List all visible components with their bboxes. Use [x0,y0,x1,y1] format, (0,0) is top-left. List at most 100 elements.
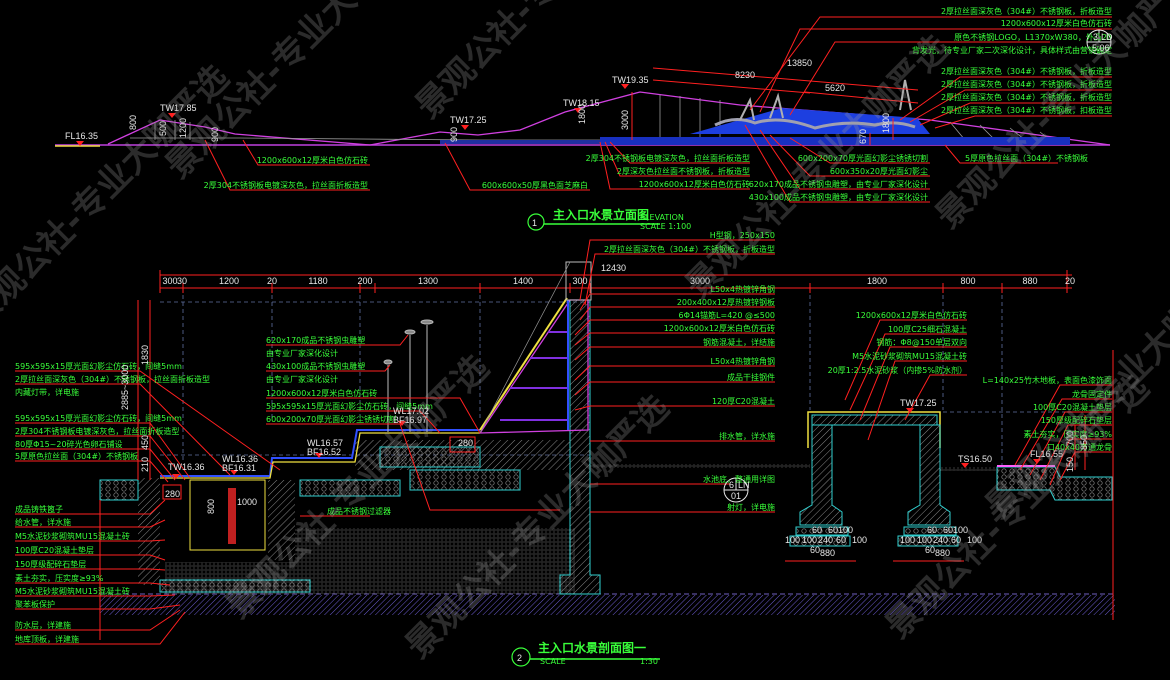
section-drawing [15,239,1115,667]
section-note: 150厚级配碎石垫层 [1041,415,1112,425]
section-note: 口40x40方通龙骨 [1047,442,1112,452]
section-note: 600x200x70厚光面幻影尘锈锈切割 [266,414,396,424]
section-note: 20厚1:2.5水泥砂浆（内掺5%防水剂） [828,365,967,375]
section-note: 2厚拉丝面深灰色（304#）不锈钢板，折板造型 [604,244,775,254]
dimension: 800 [128,115,138,130]
section-note: 200x400x12厚热镀锌钢板 [677,297,775,307]
elevation-note: 600x200x70厚光面幻影尘锈锈切割 [798,153,928,163]
section-note: 80厚Φ15~20碎光色卵石铺设 [15,439,123,449]
elevation-note: 原色不锈钢LOGO，L1370xW380，外凸20 [954,32,1112,42]
section-note: 100厚C20混凝土垫层 [1033,402,1112,412]
footing-dimension: 100 [900,535,915,545]
dimension: 8230 [735,70,755,80]
elevation-note: 1200x600x12厚米白色仿石砖 [639,179,750,189]
section-note: 由专业厂家深化设计 [266,374,338,384]
elevation-note: 2厚304不锈钢板电镀深灰色，拉丝面折板造型 [586,153,750,163]
dimension: 800 [960,276,975,286]
section-note: 成品铸铁篦子 [15,504,63,514]
dimension: 3000 [690,276,710,286]
level-marker: WL16.57 [307,438,343,448]
section-note: H型钢，250x150 [710,230,775,240]
drawing-scale: 1:30 [640,657,658,666]
drawing-title: 主入口水景剖面图一 [538,640,646,655]
dimension: 3000 [620,110,630,130]
section-note: M5水泥砂浆砌筑MU15混凝土砖 [15,586,130,596]
footing-dimension: 100 [917,535,932,545]
dimension: 20 [267,276,277,286]
dimension: 1180 [308,276,327,286]
elevation-note: 背发光，待专业厂家二次深化设计，具体样式由营销确定 [912,45,1112,55]
footing-dimension: 60100 [828,525,853,535]
section-note: 620x170成品不锈钢虫雕塑 [266,335,365,345]
dimension: 280 [165,489,180,499]
drawing-subtitle: ELEVATION [640,213,684,222]
footing-dimension: 60 [810,545,820,555]
section-note: 1200x600x12厚米白色仿石砖 [856,310,967,320]
elevation-note: 2厚拉丝面深灰色（304#）不锈钢板，扣板造型 [941,105,1112,115]
elevation-note: 600x600x50厚黑色面芝麻白 [482,180,588,190]
dimension: 850 [1079,435,1089,450]
section-note: M5水泥砂浆砌筑MU15混凝土砖 [15,531,130,541]
elevation-note: 600x350x20厚光面幻影尘 [830,166,928,176]
level-marker: TS16.50 [958,454,992,464]
section-note: 595x595x15厚光面幻影尘仿石砖，间缝5mm [15,413,182,423]
elevation-drawing [55,16,1112,231]
elevation-note: 2厚拉丝面深灰色（304#）不锈钢板，折板造型 [941,66,1112,76]
footing-dimension: 880 [820,548,835,558]
callout-number: 3 [1093,32,1098,42]
section-note: 素土夯实，压实度≥93% [15,573,104,583]
dimension: 1000 [237,497,257,507]
section-note: 100厚C20混凝土垫层 [15,545,94,555]
footing-dimension: 100 [852,535,867,545]
watermark: 景观公社-专业大咖严选 [408,0,687,126]
elevation-note: 2厚深灰色拉丝面不锈钢板，折板造型 [617,166,750,176]
elevation-note: 2厚拉丝面深灰色（304#）不锈钢板，折板造型 [941,92,1112,102]
callout-number: 6 [729,480,734,490]
dimension: 280 [458,438,473,448]
section-note: 内藏灯带，详电施 [15,387,79,397]
dimension: 450 [140,435,150,450]
level-marker: BF16.52 [307,447,341,457]
dimension: 800 [206,499,216,514]
footing-dimension: 100 [802,535,817,545]
dimension: 1800 [881,113,891,133]
elevation-note: 430x100成品不锈钢虫雕塑，由专业厂家深化设计 [749,192,928,202]
dimension: 900 [449,127,459,142]
dimension: 880 [1022,276,1037,286]
dimension: 500 [158,121,168,136]
section-note: 成品不锈钢过滤器 [327,506,391,516]
dimension: 300 [572,276,587,286]
section-note: 100厚C25细石混凝土 [888,324,967,334]
dimension: 1830 [140,345,150,365]
section-note: L50x4热镀锌角钢 [711,284,775,294]
footing-dimension: 60 [812,525,822,535]
footing-dimension: 100 [785,535,800,545]
elevation-note: 2厚拉丝面深灰色（304#）不锈钢板，折板造型 [941,79,1112,89]
section-note: L=140x25竹木地板，表面色漆饰面 [983,375,1112,385]
dimension: 150 [1065,457,1075,472]
footing-dimension: 60100 [943,525,968,535]
section-note: 素土夯实，压实度≥93% [1024,429,1113,439]
footing-dimension: 60 [836,535,846,545]
section-note: 水池底，整通用详图 [703,474,775,484]
callout-page: 01 [731,491,741,501]
drawing-number: 2 [517,653,522,663]
elevation-note: 620x170成品不锈钢虫雕塑，由专业厂家深化设计 [749,179,928,189]
footing-dimension: 240 [818,535,833,545]
callout-sheet: LN [738,480,750,490]
section-note: 120厚C20混凝土 [712,396,775,406]
level-marker: BF16.31 [222,463,256,473]
level-marker: TW17.25 [450,115,487,125]
dimension: 670 [858,129,868,144]
level-marker: BF16.97 [393,415,427,425]
section-note: 2厚304不锈钢板电镀深灰色，拉丝面折板造型 [15,426,179,436]
dimension: 1300 [418,276,438,286]
dimension: 1800 [867,276,887,286]
footing-dimension: 880 [935,548,950,558]
section-note: 430x100成品不锈钢虫雕塑 [266,361,365,371]
section-note: 1200x600x12厚米白色仿石砖 [664,323,775,333]
section-note: 地库顶板，详建施 [15,634,79,644]
level-marker: TW17.85 [160,103,197,113]
level-marker: FL16.55 [1030,449,1063,459]
